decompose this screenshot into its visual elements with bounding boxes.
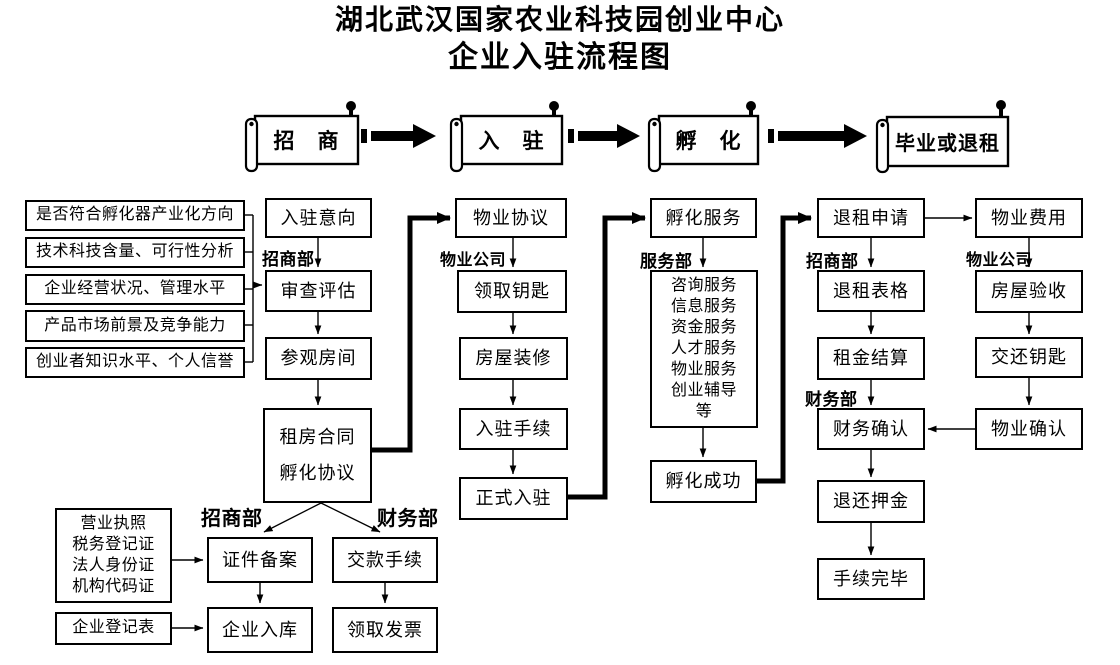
node-tuizu-biaoge: 退租表格 [817,270,925,312]
node-line: 咨询服务 [670,276,737,294]
node-line: 资金服务 [670,318,737,336]
node-qiye-ruku: 企业入库 [207,607,313,653]
dept-label-zhaoshangbu-top: 招商部 [262,250,315,269]
node-line: 孵化协议 [279,463,356,484]
node-ruzhu-yixiang: 入驻意向 [265,198,372,238]
node-line: 机构代码证 [72,577,155,595]
node-line: 物业服务 [670,360,737,378]
dept-label-caiwubu-right: 财务部 [805,390,858,409]
banner-arrow-icon-2 [568,124,640,148]
node-line: 税务登记证 [72,535,155,553]
banner-fuhua: 孵 化 [675,129,742,153]
banner-biye-tuizu: 毕业或退租 [895,133,1000,155]
dept-label-zhaoshangbu-bottom: 招商部 [201,508,263,530]
node-canguan-fangjian: 参观房间 [265,337,372,380]
node-wuye-feiyong: 物业费用 [975,198,1083,238]
node-lingqu-fapiao: 领取发票 [332,607,438,653]
node-wuye-queren: 物业确认 [975,408,1083,450]
node-fangwu-zhuangxiu: 房屋装修 [459,337,568,380]
node-tuihuan-yajin: 退还押金 [817,480,925,523]
dept-label-fuwubu: 服务部 [640,252,693,271]
banner-ruzhu: 入 驻 [478,129,545,153]
node-lingqu-yaoshi: 领取钥匙 [457,270,567,313]
node-zujin-jiesuan: 租金结算 [817,337,925,380]
criteria-box-2: 技术科技含量、可行性分析 [25,237,245,268]
contract-split-arrows [263,502,381,533]
node-shouxu-wanbi: 手续完毕 [817,558,925,600]
page-title: 湖北武汉国家农业科技园创业中心 [334,5,785,36]
node-fuhua-chenggong: 孵化成功 [650,460,757,503]
stage-elbow-connectors [372,212,812,500]
scroll-banner-zhaoshang-shape [244,101,360,173]
dept-label-wuyegongsi-left: 物业公司 [440,252,507,269]
node-services-list: 咨询服务 信息服务 资金服务 人才服务 物业服务 创业辅导 等 [650,270,758,428]
node-jiaokuan-shouxu: 交款手续 [332,537,438,583]
scroll-banner-fuhua-shape [647,101,760,173]
criteria-box-1: 是否符合孵化器产业化方向 [25,200,245,231]
node-jiaohuan-yaoshi: 交还钥匙 [975,337,1083,378]
node-fangwu-yanshou: 房屋验收 [975,270,1083,313]
node-line: 等 [695,402,713,420]
node-qiye-dengjibiao: 企业登记表 [55,612,172,645]
node-line: 人才服务 [670,339,737,357]
criteria-box-4: 产品市场前景及竞争能力 [25,310,245,342]
banner-arrow-icon-3 [768,124,867,148]
dept-label-caiwubu-bottom: 财务部 [377,508,439,530]
node-wuye-xieyi: 物业协议 [455,198,567,238]
scroll-banner-biye-shape [875,100,1010,174]
node-fuhua-fuwu: 孵化服务 [650,198,757,238]
dept-label-zhaoshangbu-right: 招商部 [806,252,859,271]
node-shencha-pinggu: 审查评估 [265,270,372,312]
node-zhengshi-ruzhu: 正式入驻 [459,477,568,520]
node-docs-list: 营业执照 税务登记证 法人身份证 机构代码证 [55,508,172,603]
criteria-box-3: 企业经营状况、管理水平 [25,274,245,305]
node-line: 创业辅导 [670,381,737,399]
bottom-left-arrows [172,556,389,632]
criteria-bracket [245,214,263,363]
node-ruzhu-shouxu: 入驻手续 [459,408,568,450]
page-subtitle: 企业入驻流程图 [448,41,672,74]
node-zufang-hetong: 租房合同 孵化协议 [263,408,372,503]
node-line: 营业执照 [80,514,147,532]
scroll-banner-ruzhu-shape [449,101,564,173]
node-line: 信息服务 [670,297,737,315]
node-tuizu-shenqing: 退租申请 [817,198,925,238]
banner-arrow-icon-1 [361,124,436,148]
criteria-box-5: 创业者知识水平、个人信誉 [25,347,245,378]
cross-arrows [925,214,975,433]
node-zhengjian-beian: 证件备案 [207,537,313,583]
node-line: 租房合同 [279,427,356,448]
dept-label-wuyegongsi-right: 物业公司 [966,252,1033,269]
node-caiwu-queren: 财务确认 [817,408,925,450]
node-line: 法人身份证 [72,556,155,574]
banner-zhaoshang: 招 商 [273,129,340,153]
